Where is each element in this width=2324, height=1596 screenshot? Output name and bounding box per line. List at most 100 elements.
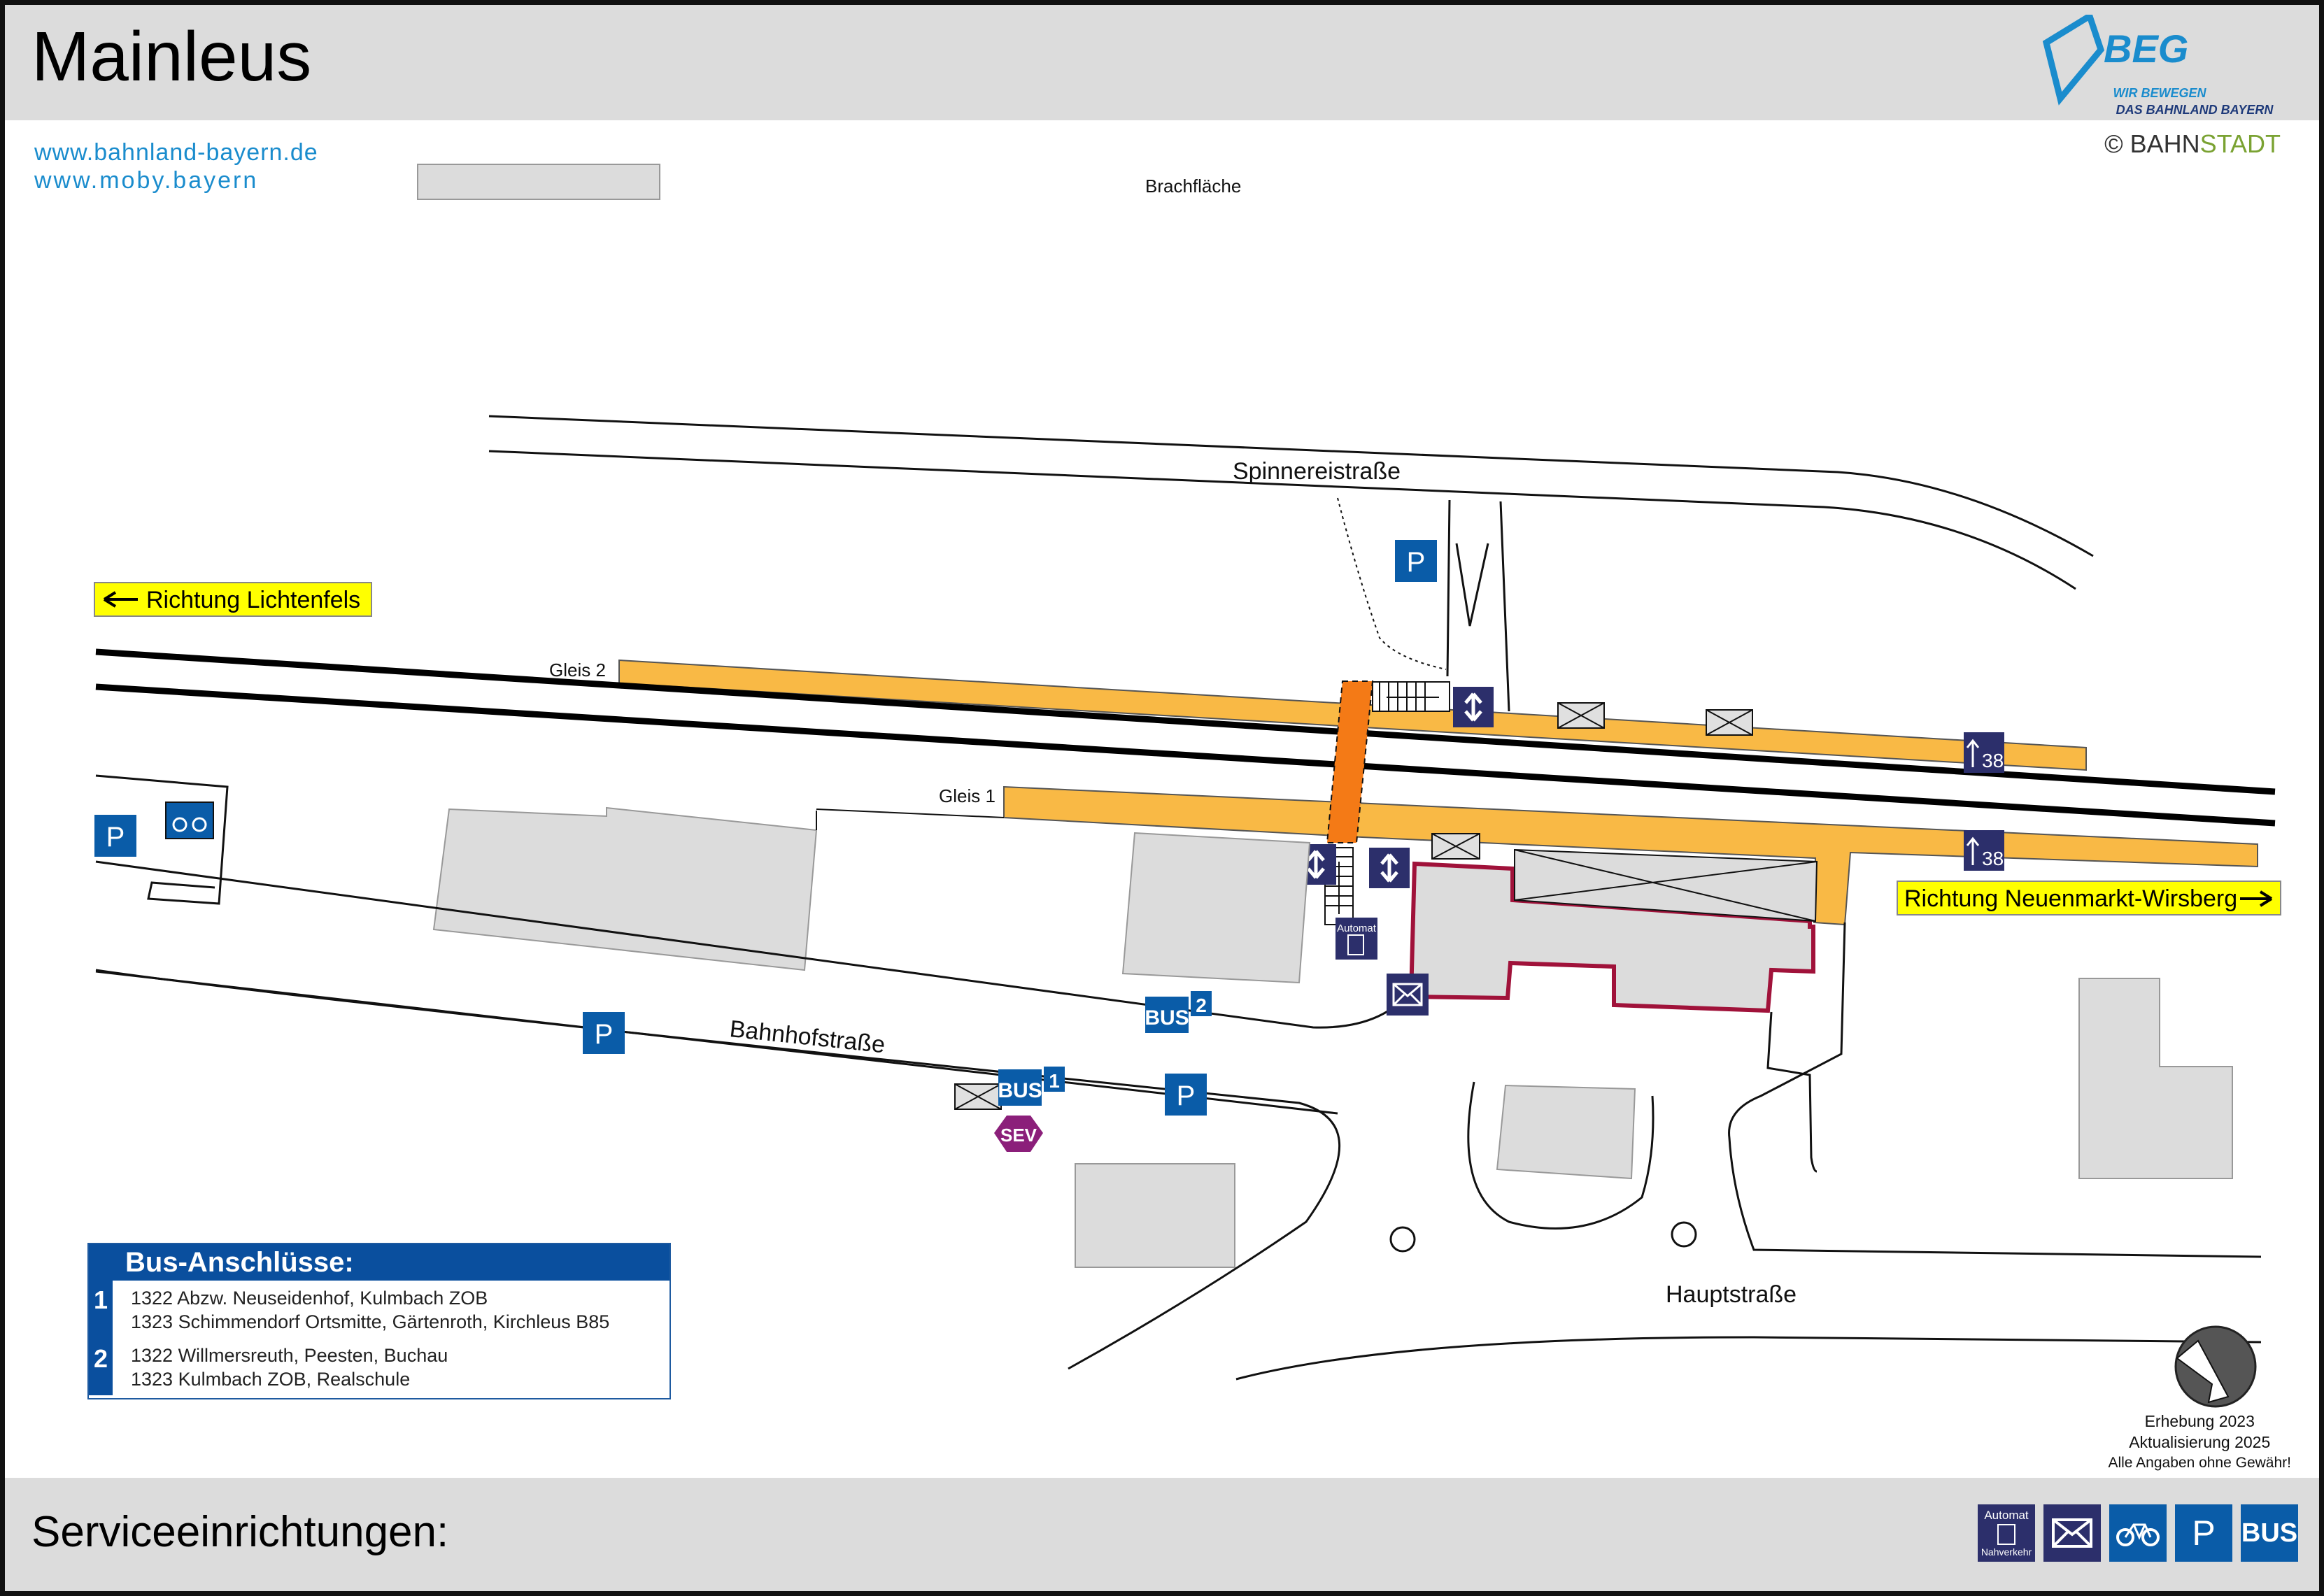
legend-automat-bottom: Nahverkehr bbox=[1981, 1546, 2032, 1558]
roundabout-left bbox=[1389, 1226, 1416, 1253]
direction-east-label: Richtung Neuenmarkt-Wirsberg bbox=[1904, 885, 2237, 912]
bus-connection-number: 2 bbox=[89, 1339, 113, 1395]
mailbox-legend-icon bbox=[2043, 1504, 2101, 1562]
sev-label: SEV bbox=[1000, 1125, 1037, 1146]
bus-connection-number: 1 bbox=[89, 1281, 113, 1339]
arrow-left-icon bbox=[103, 591, 138, 608]
ticket-machine-label: Automat bbox=[1337, 922, 1377, 934]
bicycle-parking-icon bbox=[165, 801, 214, 839]
road-loop bbox=[1467, 1081, 1655, 1230]
platform-sign-icon-gleis-2 bbox=[1964, 732, 2004, 773]
parking-bahnhofstrasse-east-label: P bbox=[1177, 1081, 1196, 1111]
building-south-center bbox=[1075, 1163, 1235, 1268]
link-bahnland-bayern[interactable]: www.bahnland-bayern.de bbox=[34, 139, 318, 166]
header-bar: Mainleus BEG WIR BEWEGEN DAS BAHNLAND BA… bbox=[5, 5, 2319, 120]
bus-stop-2-bus-text: BUS bbox=[1145, 1006, 1189, 1029]
bus-stop-1-number-box bbox=[1044, 1067, 1065, 1092]
station-title: Mainleus bbox=[31, 17, 312, 96]
direction-east-sign bbox=[1897, 881, 2281, 915]
platform-sign-icon-gleis-1 bbox=[1964, 830, 2004, 871]
bus-stop-2-number: 2 bbox=[1196, 995, 1207, 1016]
parking-bahnhofstrasse-west bbox=[583, 1012, 625, 1054]
building-southeast bbox=[1496, 1084, 1636, 1180]
arrow-right-icon bbox=[2240, 890, 2273, 907]
direction-west-label: Richtung Lichtenfels bbox=[146, 587, 360, 613]
bus-connection-line: 1323 Kulmbach ZOB, Realschule bbox=[131, 1369, 411, 1390]
bus-stop-2-number-box bbox=[1191, 991, 1212, 1016]
beg-logo-mark bbox=[2042, 15, 2105, 106]
bus-stop-1-bus-text: BUS bbox=[998, 1079, 1042, 1102]
road-east-inner bbox=[1728, 922, 2262, 1258]
pedestrian-bridge bbox=[1326, 681, 1374, 843]
survey-info: Erhebung 2023 Aktualisierung 2025 Alle A… bbox=[2108, 1411, 2291, 1474]
spinnereistrasse-edge-south bbox=[488, 450, 2076, 590]
road-south-east-outline bbox=[1766, 1011, 1818, 1173]
access-road bbox=[1446, 499, 1510, 712]
bahnhofstrasse-edge-mid bbox=[95, 970, 1338, 1115]
bus-connections-panel: Bus-Anschlüsse: 1 1322 Abzw. Neuseidenho… bbox=[87, 1243, 671, 1399]
survey-line-3: Alle Angaben ohne Gewähr! bbox=[2108, 1455, 2291, 1471]
copyright-brand-2: STADT bbox=[2199, 129, 2281, 158]
parking-legend-icon: P bbox=[2175, 1504, 2232, 1562]
ticket-machine-legend-icon: Automat Nahverkehr bbox=[1978, 1504, 2035, 1562]
bus-legend-icon: BUS bbox=[2241, 1504, 2298, 1562]
bus-connection-line: 1322 Willmersreuth, Peesten, Buchau bbox=[131, 1345, 448, 1366]
building-east bbox=[2078, 978, 2233, 1179]
link-moby-bayern[interactable]: www.moby.bayern bbox=[34, 167, 259, 194]
elevator-arrows-2 bbox=[1464, 692, 1482, 722]
bus-stop-2-icon bbox=[1145, 997, 1189, 1033]
copyright-symbol: © bbox=[2104, 129, 2123, 158]
west-road-outline bbox=[95, 774, 229, 905]
ticket-machine-icon bbox=[1335, 918, 1377, 960]
platform-sign-number-2: 38 bbox=[1982, 750, 2004, 771]
bus-connection-line: 1322 Abzw. Neuseidenhof, Kulmbach ZOB bbox=[131, 1288, 488, 1309]
building-west-small bbox=[1121, 832, 1311, 984]
service-legend: Automat Nahverkehr P BUS bbox=[1978, 1504, 2298, 1562]
label-hauptstrasse: Hauptstraße bbox=[1666, 1281, 1797, 1308]
footpath-dotted bbox=[1337, 497, 1447, 670]
roundabout-right bbox=[1671, 1221, 1697, 1248]
survey-line-1: Erhebung 2023 bbox=[2144, 1412, 2255, 1430]
label-gleis-2: Gleis 2 bbox=[549, 660, 606, 681]
label-gleis-1: Gleis 1 bbox=[939, 785, 996, 806]
track-north bbox=[95, 648, 2276, 795]
copyright-brand-1: BAHN bbox=[2130, 129, 2200, 158]
bus-connections-title: Bus-Anschlüsse: bbox=[89, 1244, 669, 1281]
sev-icon bbox=[994, 1116, 1043, 1152]
stairs-gleis-2-steps bbox=[1379, 682, 1439, 711]
platform-gleis-1 bbox=[1003, 785, 2258, 926]
parking-west-label: P bbox=[106, 822, 125, 853]
beg-logo: BEG WIR BEWEGEN DAS BAHNLAND BAYERN bbox=[2042, 15, 2274, 116]
bus-connection-line: 1323 Schimmendorf Ortsmitte, Gärtenroth,… bbox=[131, 1311, 610, 1332]
parking-north bbox=[1395, 540, 1437, 582]
beg-logo-tagline-2: DAS BAHNLAND BAYERN bbox=[2116, 103, 2274, 116]
parking-bahnhofstrasse-west-label: P bbox=[595, 1019, 614, 1050]
platform-sign-number-1: 38 bbox=[1982, 848, 2004, 869]
beg-logo-name: BEG bbox=[2104, 27, 2188, 71]
brachflaeche-building bbox=[417, 164, 660, 200]
copyright-notice: © BAHNSTADT bbox=[2104, 129, 2281, 159]
services-label: Serviceeinrichtungen: bbox=[31, 1508, 449, 1556]
parking-west bbox=[94, 815, 136, 857]
elevator-arrows-east bbox=[1380, 853, 1398, 883]
bus-stop-1-number: 1 bbox=[1049, 1070, 1060, 1092]
hauptstrasse-edge bbox=[1235, 1336, 2262, 1381]
stairs-gleis-1-steps bbox=[1325, 856, 1353, 914]
legend-automat-top: Automat bbox=[1984, 1509, 2029, 1522]
bus-connection-group: 1 1322 Abzw. Neuseidenhof, Kulmbach ZOB … bbox=[89, 1281, 669, 1339]
station-map: Brachfläche Spinnereistraße P Richtung L… bbox=[94, 164, 2281, 1408]
label-spinnereistrasse: Spinnereistraße bbox=[1233, 458, 1401, 485]
track-south bbox=[95, 683, 2276, 827]
footer-bar: Serviceeinrichtungen: Automat Nahverkehr… bbox=[5, 1478, 2319, 1591]
bicycle-legend-icon bbox=[2109, 1504, 2167, 1562]
shelter-icons bbox=[954, 702, 1753, 1110]
beg-logo-tagline-1: WIR BEWEGEN bbox=[2113, 86, 2207, 100]
building-west-large bbox=[432, 806, 818, 971]
bus-connection-group: 2 1322 Willmersreuth, Peesten, Buchau 13… bbox=[89, 1339, 669, 1395]
label-brachflaeche: Brachfläche bbox=[1145, 176, 1241, 197]
bus-stop-1-icon bbox=[998, 1069, 1042, 1106]
elevator-arrows-west bbox=[1307, 850, 1325, 879]
direction-west-sign bbox=[94, 582, 372, 617]
survey-line-2: Aktualisierung 2025 bbox=[2129, 1433, 2271, 1451]
